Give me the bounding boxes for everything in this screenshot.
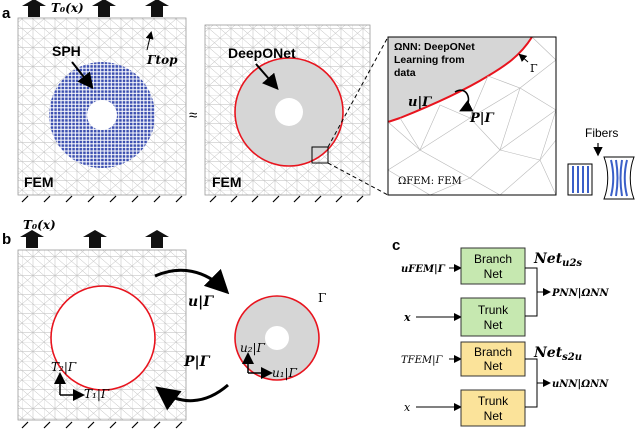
zoom-region-box xyxy=(311,146,329,164)
zoom-panel xyxy=(387,36,557,196)
net-s2u-branch-l1: Branch xyxy=(474,345,512,359)
net-u2s-trunk-l2: Net xyxy=(484,318,503,332)
exchange-arrow-a xyxy=(454,89,474,112)
bottom-hatch-a2 xyxy=(209,195,364,203)
deeponet-pointer-arrow xyxy=(255,63,279,91)
hole-b xyxy=(265,326,289,350)
transfer-arrow-p xyxy=(155,383,229,411)
net-s2u-branch-box xyxy=(460,341,526,377)
sph-label: SPH xyxy=(52,43,81,59)
zoom-gamma-label: Γ xyxy=(530,62,538,75)
gamma-top-pointer xyxy=(145,31,154,51)
net-s2u-trunk-box xyxy=(460,389,526,427)
displacement-axes xyxy=(242,352,273,379)
net-u2s-title: Netu2s xyxy=(533,251,582,269)
fem-label-middle: FEM xyxy=(212,174,242,190)
net-s2u-title: Nets2u xyxy=(533,345,582,363)
gamma-top-label: Γtop xyxy=(146,53,178,67)
zoom-line-bottom xyxy=(327,162,389,196)
panel-a-letter: a xyxy=(2,5,11,22)
hole-middle xyxy=(275,98,303,126)
t2-label: T₂|Γ xyxy=(51,360,77,374)
sph-pointer-arrow xyxy=(71,61,94,90)
panel-b: b T₀(x) T₂|Γ T₁|Γ u|Γ P|Γ Γ u₂|Γ u₁|Γ xyxy=(2,218,326,429)
net-u2s-branch-input: uFEM|Γ xyxy=(401,264,446,275)
transfer-arrow-u xyxy=(154,268,230,295)
zoom-gamma-pointer xyxy=(518,53,529,63)
top-load-arrows-a xyxy=(22,0,169,17)
traction-axes xyxy=(54,372,85,401)
net-s2u-trunk-l1: Trunk xyxy=(478,394,509,408)
fiber-sample-straight xyxy=(567,163,593,196)
approx-sign: ≈ xyxy=(189,107,197,124)
transfer-p-label: P|Γ xyxy=(183,354,211,370)
hole-left xyxy=(87,100,117,130)
bottom-hatch-a1 xyxy=(21,195,183,203)
panel-b-letter: b xyxy=(2,231,11,248)
deeponet-label: DeepONet xyxy=(228,45,296,61)
net-u2s-branch-l1: Branch xyxy=(474,252,512,266)
net-s2u-branch-input: TFEM|Γ xyxy=(401,355,444,366)
net-u2s-trunk-input: x xyxy=(403,311,411,324)
u1-label: u₁|Γ xyxy=(272,366,298,380)
fiber-sample-compressed xyxy=(603,156,635,200)
load-label-a: T₀(x) xyxy=(51,1,84,15)
zoom-fem-label: ΩFEM: FEM xyxy=(398,176,462,187)
top-load-arrows-b xyxy=(20,230,169,248)
net-u2s-output: PNN|ΩNN xyxy=(551,288,609,299)
fem-hole-b xyxy=(50,285,156,391)
zoom-p-label: P|Γ xyxy=(469,111,495,126)
net-u2s-branch-box xyxy=(460,247,526,285)
panel-a: a T₀(x) SPH Γtop FEM ≈ DeepONet FEM xyxy=(2,0,635,203)
net-s2u-trunk-l2: Net xyxy=(484,409,503,423)
net-u2s-trunk-box xyxy=(460,297,526,337)
gamma-b-label: Γ xyxy=(318,291,326,305)
net-u2s: Netu2s uFEM|Γ Branch Net x Trunk Net PNN… xyxy=(401,247,609,337)
panel-c-letter: c xyxy=(392,237,400,254)
fibers-label: Fibers xyxy=(585,126,618,140)
net-u2s-branch-l2: Net xyxy=(484,267,503,281)
zoom-nn-line1: ΩNN: DeepONet xyxy=(394,41,475,53)
zoom-nn-line3: data xyxy=(394,67,416,79)
bottom-hatch-b xyxy=(21,421,183,429)
net-s2u-trunk-input: x xyxy=(404,401,411,414)
u2-label: u₂|Γ xyxy=(240,341,266,355)
panel-c: c Netu2s uFEM|Γ Branch Net x Trunk Net P… xyxy=(392,237,609,427)
zoom-u-label: u|Γ xyxy=(408,95,432,110)
load-label-b: T₀(x) xyxy=(23,218,56,232)
t1-label: T₁|Γ xyxy=(84,387,110,401)
net-s2u: Nets2u TFEM|Γ Branch Net x Trunk Net uNN… xyxy=(401,341,609,427)
fem-label-left: FEM xyxy=(24,174,54,190)
zoom-nn-line2: Learning from xyxy=(394,54,465,66)
transfer-u-label: u|Γ xyxy=(188,294,214,310)
net-s2u-branch-l2: Net xyxy=(484,359,503,373)
net-s2u-output: uNN|ΩNN xyxy=(552,379,609,390)
net-u2s-trunk-l1: Trunk xyxy=(478,303,509,317)
